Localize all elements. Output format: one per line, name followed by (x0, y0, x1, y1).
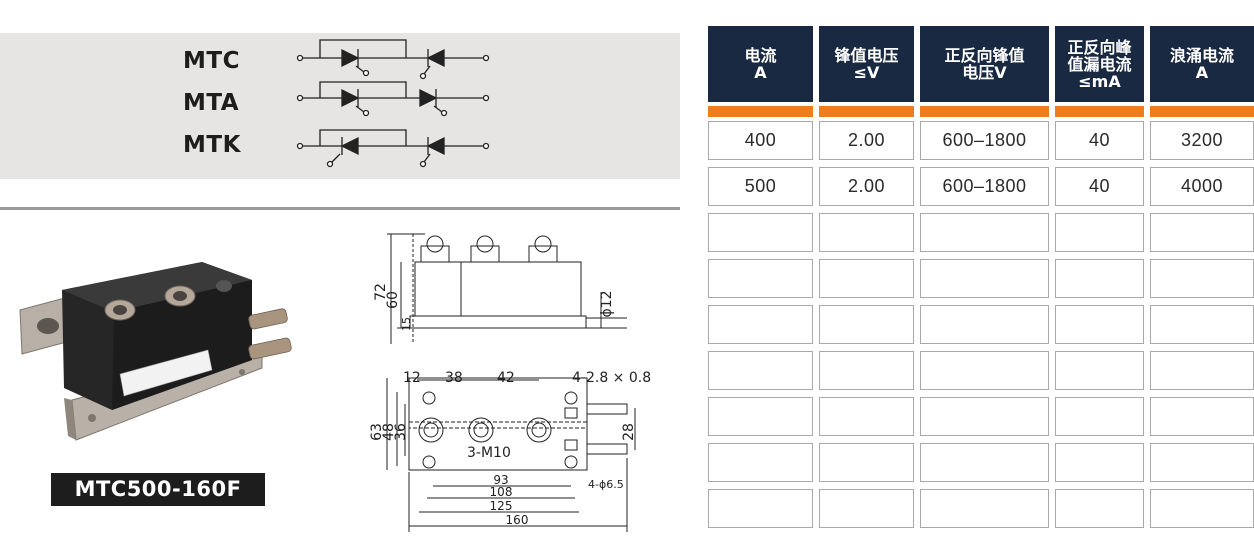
table-cell (1055, 305, 1144, 344)
table-cell (1150, 397, 1254, 436)
table-cell (920, 397, 1049, 436)
table-cell (920, 259, 1049, 298)
model-mtk: MTK (183, 132, 241, 158)
table-cell (819, 489, 914, 528)
header-accent-bar (708, 106, 813, 117)
product-model-label: MTC500-160F (51, 473, 265, 506)
table-cell (1150, 259, 1254, 298)
header-line: 锋值电压 (834, 46, 899, 65)
table-cell (708, 443, 813, 482)
table-cell (708, 397, 813, 436)
dim-12: 12 (403, 370, 421, 386)
table-cell (1055, 259, 1144, 298)
table-cell: 600–1800 (920, 121, 1049, 160)
header-line: ≤mA (1078, 71, 1121, 91)
table-cell: 3200 (1150, 121, 1254, 160)
dim-mount: 4-ϕ6.5 (588, 478, 624, 491)
header-line: A (754, 63, 767, 82)
divider-line (0, 207, 680, 210)
header-line: ≤V (853, 63, 880, 82)
dim-125: 125 (490, 499, 513, 513)
dim-93: 93 (493, 473, 508, 487)
table-cell (1150, 351, 1254, 390)
table-cell (920, 213, 1049, 252)
header-accent-bar (819, 106, 914, 117)
dim-38: 38 (445, 370, 463, 386)
table-cell: 4000 (1150, 167, 1254, 206)
table-cell (1055, 489, 1144, 528)
dim-42: 42 (497, 370, 515, 386)
header-cell-1: 锋值电压≤V (819, 26, 914, 102)
mta-symbol (296, 81, 490, 117)
header-line: 浪涌电流 (1169, 46, 1234, 65)
table-cell (819, 213, 914, 252)
table-cell (819, 351, 914, 390)
dimension-drawing: 72 60 15 ϕ12 12 38 42 4-2.8 × 0.8 3-M10 … (369, 232, 651, 532)
dim-holes: 4-2.8 × 0.8 (572, 370, 651, 386)
table-cell: 40 (1055, 167, 1144, 206)
table-cell: 400 (708, 121, 813, 160)
table-cell (1150, 489, 1254, 528)
table-cell (920, 305, 1049, 344)
dim-160: 160 (506, 513, 529, 527)
header-cell-3: 正反向峰值漏电流≤mA (1055, 26, 1144, 102)
header-accent-bar (920, 106, 1049, 117)
header-line: 值漏电流 (1067, 54, 1132, 74)
table-cell (1150, 305, 1254, 344)
header-line: A (1195, 63, 1209, 82)
header-line: 正反向峰 (1067, 37, 1132, 57)
dim-15: 15 (400, 317, 413, 331)
table-cell (1055, 397, 1144, 436)
table-cell (819, 305, 914, 344)
table-cell (708, 213, 813, 252)
table-cell (920, 351, 1049, 390)
table-cell (1150, 213, 1254, 252)
header-accent-bar (1055, 106, 1144, 117)
model-mtc: MTC (183, 48, 240, 74)
table-cell (1055, 213, 1144, 252)
table-cell: 2.00 (819, 121, 914, 160)
header-cell-2: 正反向锋值电压V (920, 26, 1049, 102)
dim-108: 108 (490, 485, 513, 499)
table-cell (1055, 443, 1144, 482)
dim-48: 48 (381, 423, 397, 441)
table-cell (819, 443, 914, 482)
table-cell (1150, 443, 1254, 482)
mtc-symbol (296, 39, 490, 80)
dim-36: 36 (393, 423, 409, 441)
dim-28: 28 (621, 423, 637, 441)
table-cell (1055, 351, 1144, 390)
dim-63: 63 (369, 423, 385, 441)
dim-dia12: ϕ12 (599, 290, 615, 317)
header-line: 电压V (962, 63, 1007, 82)
header-line: 电流 (744, 46, 777, 65)
table-cell: 2.00 (819, 167, 914, 206)
table-cell (708, 489, 813, 528)
table-cell (819, 397, 914, 436)
header-accent-bar (1150, 106, 1254, 117)
dim-screws: 3-M10 (467, 445, 511, 461)
table-cell (819, 259, 914, 298)
table-cell (920, 489, 1049, 528)
model-mta: MTA (183, 90, 240, 116)
table-cell: 40 (1055, 121, 1144, 160)
table-cell (708, 259, 813, 298)
thyristor-symbols (296, 39, 490, 168)
mtk-symbol (296, 129, 490, 168)
table-cell (708, 305, 813, 344)
header-line: 正反向锋值 (944, 46, 1025, 65)
dim-72: 72 (373, 283, 389, 301)
table-cell: 600–1800 (920, 167, 1049, 206)
table-cell: 500 (708, 167, 813, 206)
dim-60: 60 (385, 291, 401, 309)
table-cell (708, 351, 813, 390)
product-photo (19, 262, 292, 441)
table-cell (920, 443, 1049, 482)
